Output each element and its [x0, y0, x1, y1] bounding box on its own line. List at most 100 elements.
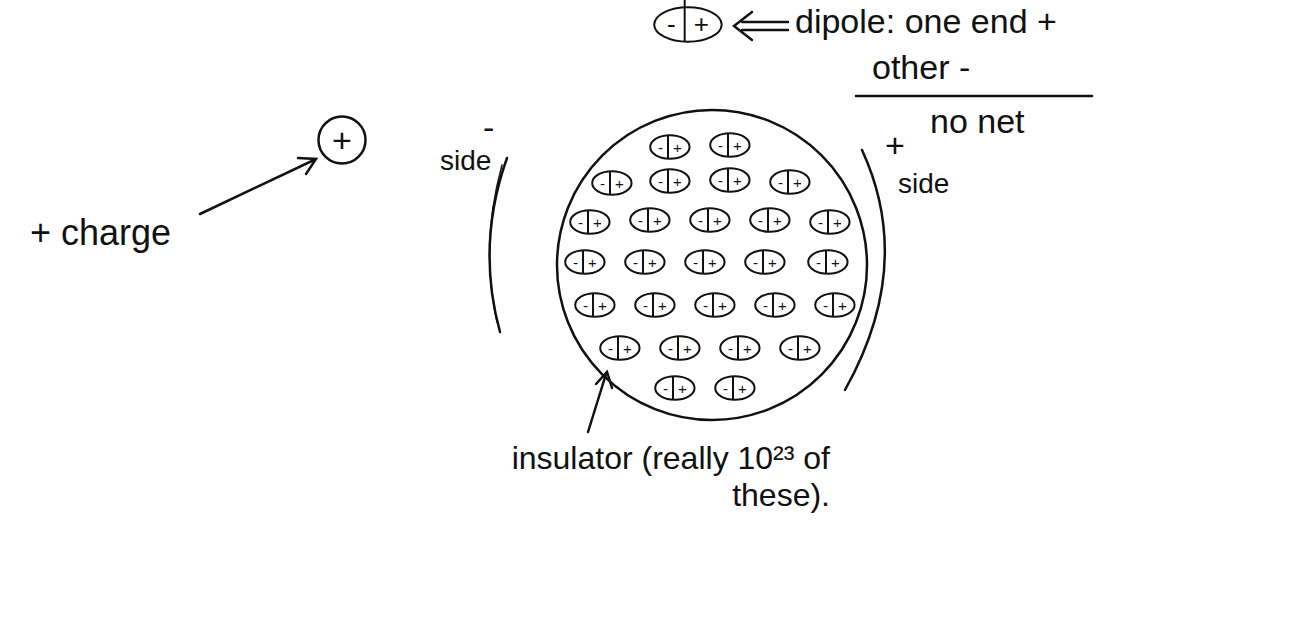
dipole-oval: -+ [689, 207, 731, 233]
dipole-oval: -+ [659, 335, 701, 361]
charge-sign: + [683, 341, 692, 356]
node-outline [719, 335, 761, 361]
oval-outline [685, 250, 724, 274]
dipole-divider [587, 211, 589, 233]
dipole-oval: -+ [654, 375, 696, 401]
charge-sign: + [678, 381, 687, 396]
node-outline [564, 249, 606, 275]
dipole-divider [767, 209, 769, 231]
charge-sign: - [693, 255, 698, 270]
dipole-divider [647, 209, 649, 231]
charge-sign: - [638, 213, 643, 228]
oval-outline [635, 293, 674, 317]
oval-outline [808, 250, 847, 274]
dipole-oval: -+ [754, 292, 796, 318]
dipole-divider [702, 251, 704, 273]
dipole-divider [684, 0, 686, 41]
dipole-oval: -+ [649, 134, 691, 160]
charge-sign: - [667, 11, 676, 37]
dipole-oval: -+ [574, 292, 616, 318]
charge-sign: + [623, 341, 632, 356]
node-outline [754, 292, 796, 318]
charge-sign: + [588, 255, 597, 270]
dipole-divider [667, 136, 669, 158]
charge-sign: - [723, 381, 728, 396]
charge-sign: + [733, 173, 742, 188]
node-outline [629, 207, 671, 233]
oval-outline [660, 336, 699, 360]
minus-side-arc [490, 158, 507, 332]
dipole-oval: -+ [629, 207, 671, 233]
charge-sign: + [738, 381, 747, 396]
node-outline [744, 249, 786, 275]
charge-sign: - [778, 175, 783, 190]
pointer-arrow [742, 21, 788, 24]
dipole-divider [672, 377, 674, 399]
charge-sign: + [831, 255, 840, 270]
dipole-divider [827, 211, 829, 233]
dipole-divider [707, 209, 709, 231]
node-outline [709, 167, 751, 193]
charge-sign: - [728, 341, 733, 356]
oval-outline [565, 250, 604, 274]
charge-sign: + [803, 341, 812, 356]
charge-sign: - [788, 341, 793, 356]
dipole-divider [609, 172, 611, 194]
oval-outline [770, 170, 809, 194]
dipole-oval: -+ [599, 335, 641, 361]
dipole-oval: -+ [569, 209, 611, 235]
leader-arrow [200, 160, 314, 214]
node-outline [591, 170, 633, 196]
dipole-divider [732, 377, 734, 399]
charge-sign: - [608, 341, 613, 356]
dipole-divider [762, 251, 764, 273]
charge-sign: - [600, 176, 605, 191]
oval-outline [600, 336, 639, 360]
charge-sign: - [718, 138, 723, 153]
note-label: no net [930, 102, 1025, 141]
pointer-arrow [742, 29, 788, 32]
note-label: - [483, 108, 494, 147]
charge-sign: + [593, 215, 602, 230]
dipole-oval: -+ [807, 249, 849, 275]
charge-circle: + [317, 115, 367, 165]
minus-side-arc [490, 165, 502, 322]
charge-sign: - [758, 213, 763, 228]
dipole-divider [832, 294, 834, 316]
dipole-divider [582, 251, 584, 273]
dipole-divider [727, 169, 729, 191]
oval-outline [575, 293, 614, 317]
node-outline [599, 335, 641, 361]
dipole-divider [737, 337, 739, 359]
dipole-oval: -+ [653, 6, 723, 43]
note-label: insulator (really 10²³ of these). [420, 440, 830, 514]
charge-sign: + [743, 341, 752, 356]
note-label: + [885, 126, 905, 165]
charge-sign: + [793, 175, 802, 190]
charge-sign: - [658, 174, 663, 189]
charge-sign: + [708, 255, 717, 270]
dipole-oval: -+ [709, 167, 751, 193]
node-outline [807, 249, 849, 275]
dipole-oval: -+ [719, 335, 761, 361]
charge-sign: + [718, 298, 727, 313]
charge-sign: + [332, 123, 352, 157]
dipole-divider [787, 171, 789, 193]
charge-sign: - [818, 215, 823, 230]
oval-outline [720, 336, 759, 360]
charge-sign: - [663, 381, 668, 396]
node-outline [569, 209, 611, 235]
charge-sign: - [583, 298, 588, 313]
dipole-oval: -+ [709, 132, 751, 158]
dipole-oval: -+ [809, 209, 851, 235]
oval-outline [715, 376, 754, 400]
dipole-oval: -+ [694, 292, 736, 318]
oval-outline [625, 250, 664, 274]
oval-outline [710, 133, 749, 157]
dipole-oval: -+ [624, 249, 666, 275]
charge-sign: - [668, 341, 673, 356]
node-outline [714, 375, 756, 401]
dipole-divider [592, 294, 594, 316]
